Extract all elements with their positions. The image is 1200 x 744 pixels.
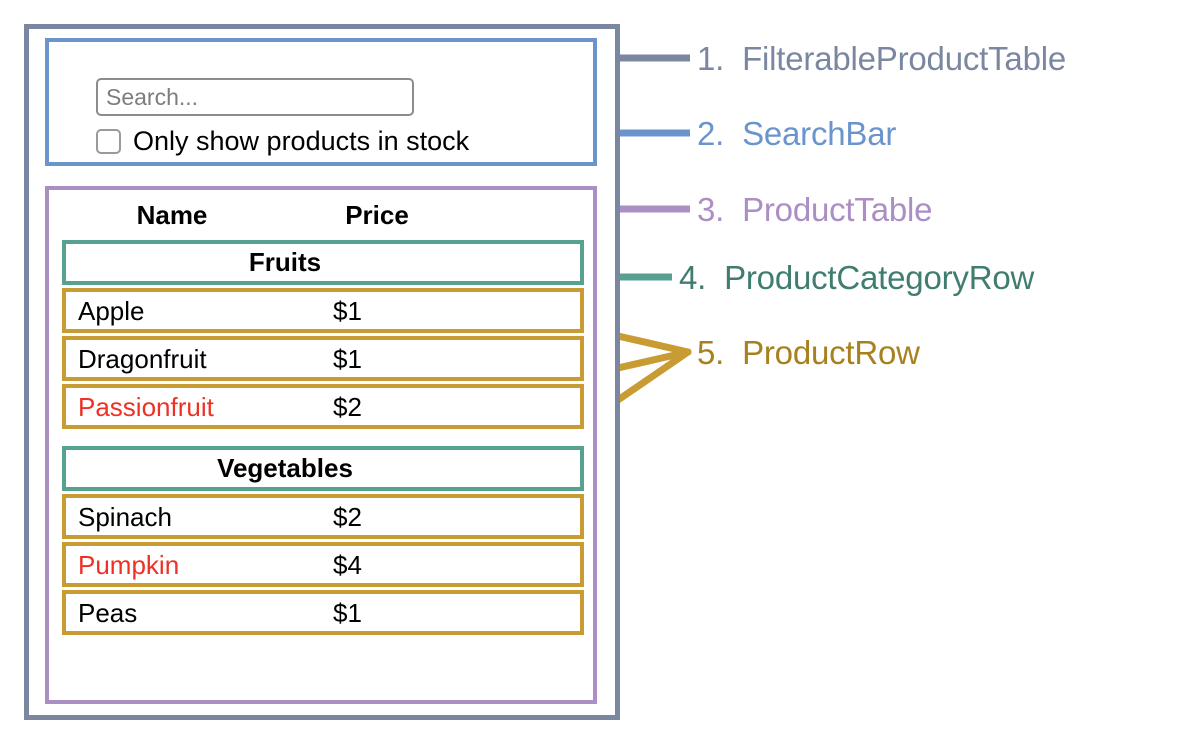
product-row: Apple $1 bbox=[62, 288, 584, 333]
product-row: Dragonfruit $1 bbox=[62, 336, 584, 381]
product-row-price: $1 bbox=[333, 597, 362, 628]
in-stock-checkbox-label: Only show products in stock bbox=[133, 126, 470, 156]
legend-item-filterable-product-table: 1. FilterableProductTable bbox=[697, 40, 1066, 78]
product-row-price: $4 bbox=[333, 549, 362, 580]
product-row-name: Apple bbox=[78, 295, 145, 326]
product-category-row-label: Vegetables bbox=[217, 453, 353, 483]
legend-number: 3. bbox=[697, 191, 734, 228]
in-stock-filter-row[interactable]: Only show products in stock bbox=[96, 128, 469, 155]
legend-label: ProductCategoryRow bbox=[724, 259, 1035, 296]
product-row-price: $1 bbox=[333, 343, 362, 374]
product-row-price: $1 bbox=[333, 295, 362, 326]
legend-number: 4. bbox=[679, 259, 716, 296]
product-row-name: Peas bbox=[78, 597, 138, 628]
product-row-price: $2 bbox=[333, 391, 362, 422]
column-header-price: Price bbox=[345, 200, 409, 230]
legend-number: 5. bbox=[697, 334, 734, 371]
legend-item-product-table: 3. ProductTable bbox=[697, 191, 932, 229]
search-input[interactable]: Search... bbox=[96, 78, 414, 116]
legend-number: 1. bbox=[697, 40, 734, 77]
table-header-row: Name Price bbox=[62, 194, 584, 240]
product-table-inner: Name Price Fruits Apple $1 Dragonfruit $… bbox=[62, 194, 584, 635]
product-row-name: Passionfruit bbox=[78, 391, 214, 422]
product-row: Peas $1 bbox=[62, 590, 584, 635]
legend-label: FilterableProductTable bbox=[742, 40, 1067, 77]
legend-item-search-bar: 2. SearchBar bbox=[697, 115, 896, 153]
product-row-name: Spinach bbox=[78, 501, 172, 532]
product-table-frame: Name Price Fruits Apple $1 Dragonfruit $… bbox=[45, 186, 597, 704]
column-header-name: Name bbox=[136, 200, 208, 230]
legend-label: ProductRow bbox=[742, 334, 920, 371]
product-category-row: Fruits bbox=[62, 240, 584, 285]
product-row: Spinach $2 bbox=[62, 494, 584, 539]
legend-item-product-row: 5. ProductRow bbox=[697, 334, 920, 372]
legend-number: 2. bbox=[697, 115, 734, 152]
product-row: Passionfruit $2 bbox=[62, 384, 584, 429]
legend-item-product-category-row: 4. ProductCategoryRow bbox=[679, 259, 1034, 297]
in-stock-checkbox[interactable] bbox=[96, 129, 121, 154]
product-row-name: Dragonfruit bbox=[78, 343, 207, 374]
legend-label: ProductTable bbox=[742, 191, 933, 228]
product-row-name: Pumpkin bbox=[78, 549, 180, 580]
spacer bbox=[62, 429, 584, 446]
product-row: Pumpkin $4 bbox=[62, 542, 584, 587]
product-category-row: Vegetables bbox=[62, 446, 584, 491]
search-bar-frame: Search... Only show products in stock bbox=[45, 38, 597, 166]
legend-label: SearchBar bbox=[742, 115, 897, 152]
product-category-row-label: Fruits bbox=[248, 247, 322, 277]
product-row-price: $2 bbox=[333, 501, 362, 532]
